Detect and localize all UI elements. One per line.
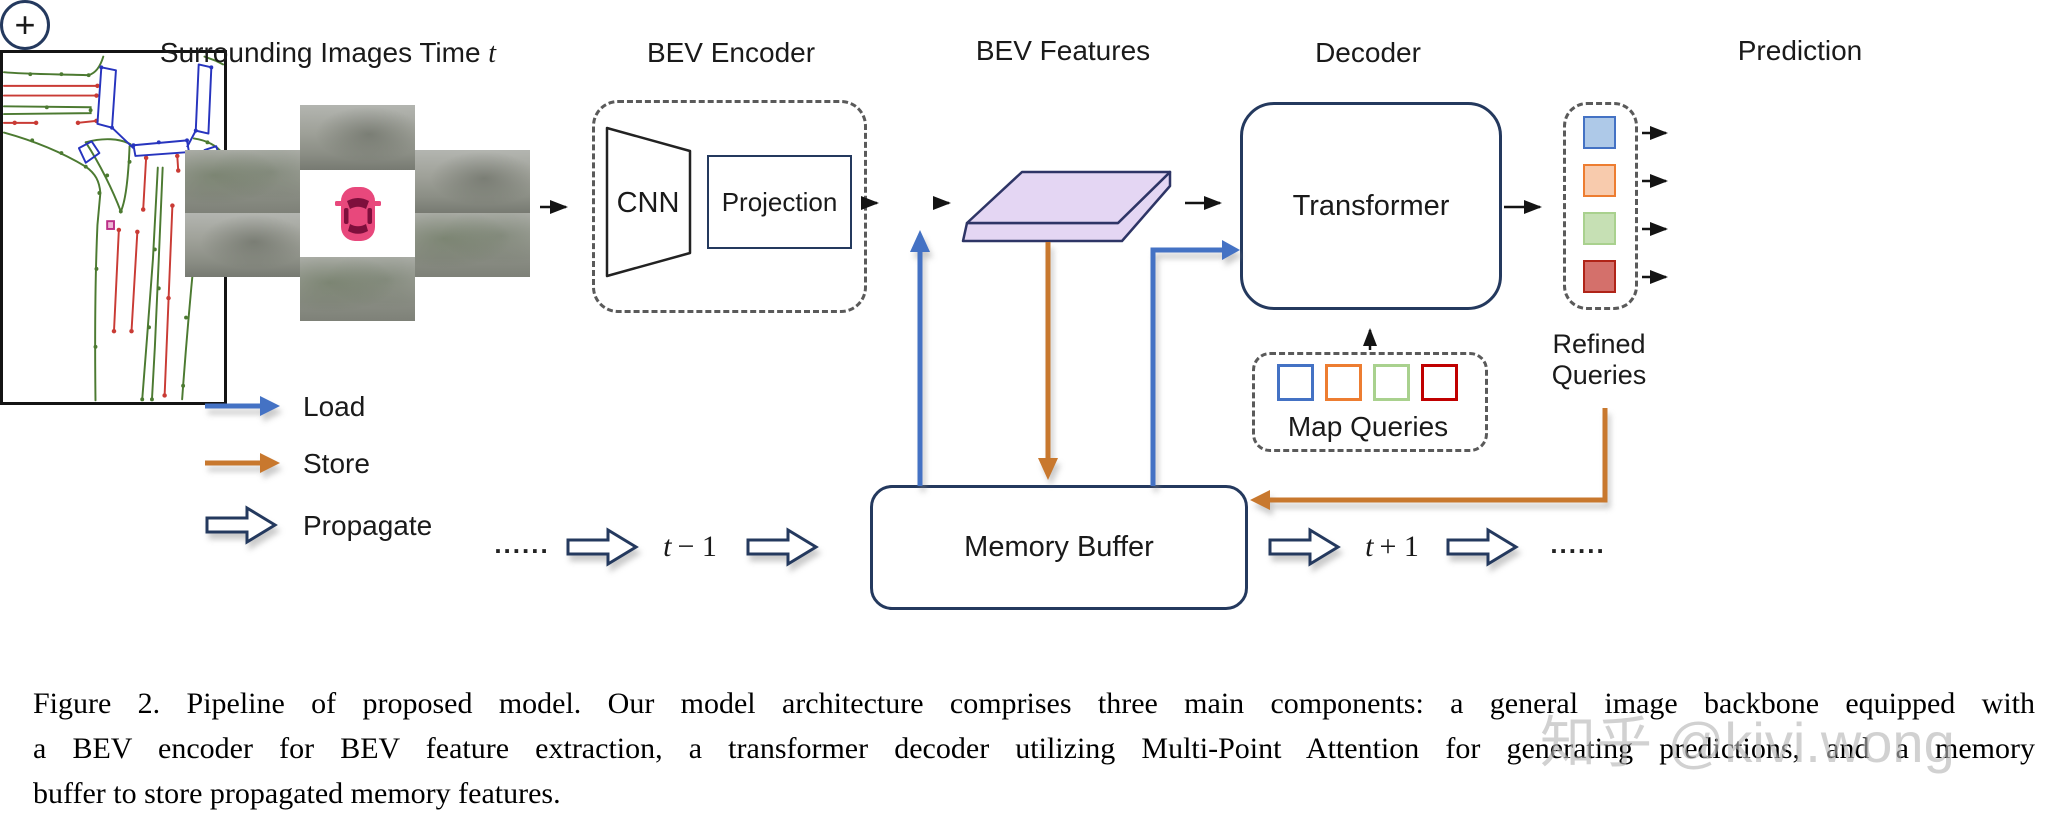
decoder-label: Decoder (1315, 37, 1421, 68)
lane-divider-lines (3, 84, 180, 397)
propagate-arrow-icon (205, 505, 278, 545)
refined-query-blue-icon (1583, 116, 1616, 149)
camera-image-front-left (185, 150, 300, 213)
crosswalk-dots (99, 65, 214, 148)
caption-line-3: buffer to store propagated memory featur… (33, 777, 561, 810)
camera-image-front-right (415, 150, 530, 213)
refined-queries-line1: Refined (1552, 329, 1646, 359)
figure-caption: Figure 2. Pipeline of proposed model. Ou… (33, 681, 2035, 816)
ego-vehicle-tile (300, 170, 415, 257)
bev-feature-slab (961, 170, 1172, 243)
map-query-red-icon (1421, 364, 1458, 401)
refined-query-orange-icon (1583, 164, 1616, 197)
map-queries-label: Map Queries (1287, 411, 1449, 442)
legend-load-label: Load (303, 391, 366, 422)
store-arrow-features-to-memory (1038, 242, 1058, 480)
legend-propagate-label: Propagate (303, 510, 433, 541)
map-query-orange-icon (1325, 364, 1362, 401)
refined-queries-box (1563, 102, 1638, 310)
camera-image-back-right (415, 213, 530, 277)
surrounding-images-label: Surrounding Images Time t (160, 37, 496, 70)
t-var: t (663, 530, 672, 563)
t-plus-op: + 1 (1379, 530, 1419, 563)
cnn-block-label: CNN (616, 187, 680, 219)
time-var: t (488, 38, 497, 69)
load-arrow-to-add (910, 230, 930, 486)
camera-image-front (300, 105, 415, 170)
refined-query-red-icon (1583, 260, 1616, 293)
watermark: 知乎 @kivi.wong (1540, 711, 1955, 774)
camera-image-back-left (185, 213, 300, 277)
caption-line-1: Figure 2. Pipeline of proposed model. Ou… (33, 687, 2035, 720)
camera-image-back (300, 257, 415, 321)
memory-buffer-block: Memory Buffer (870, 485, 1248, 610)
surrounding-images-text: Surrounding Images Time (159, 37, 481, 68)
memory-buffer-label: Memory Buffer (964, 531, 1154, 563)
add-icon: + (0, 0, 50, 50)
t-var: t (1365, 530, 1374, 563)
propagate-arrow-1 (566, 527, 639, 567)
prediction-label: Prediction (1737, 35, 1863, 66)
propagate-arrow-3 (1268, 527, 1341, 567)
refined-queries-line2: Queries (1551, 360, 1647, 390)
legend-store-label: Store (303, 448, 370, 479)
lane-divider-dots (12, 83, 181, 398)
caption-line-2: a BEV encoder for BEV feature extraction… (33, 732, 2035, 765)
store-arrow-icon (205, 453, 280, 473)
map-query-blue-icon (1277, 364, 1314, 401)
crosswalk-polygons (77, 63, 222, 165)
bev-features-label: BEV Features (975, 35, 1151, 66)
transformer-label: Transformer (1292, 189, 1450, 222)
road-boundary-dots (28, 72, 210, 402)
plus-sign: + (14, 4, 36, 45)
t-minus-op: − 1 (677, 530, 717, 563)
projection-block: Projection (707, 155, 852, 249)
stop-marker (106, 220, 115, 230)
timeline-t-plus-1: t+ 1 (1365, 530, 1419, 564)
refined-query-green-icon (1583, 212, 1616, 245)
propagate-arrow-4 (1446, 527, 1519, 567)
legend-icons (205, 396, 280, 545)
timeline-t-minus-1: t− 1 (663, 530, 717, 564)
load-arrow-to-transformer (1150, 240, 1240, 486)
car-icon (334, 186, 381, 241)
refined-queries-label: Refined Queries (1552, 329, 1647, 391)
propagate-arrow-2 (746, 527, 819, 567)
timeline-dots-right: ...... (1550, 529, 1606, 559)
projection-label: Projection (721, 186, 838, 217)
timeline-dots-left: ...... (494, 529, 550, 559)
bev-encoder-label: BEV Encoder (646, 37, 816, 68)
map-query-green-icon (1373, 364, 1410, 401)
transformer-block: Transformer (1240, 102, 1502, 310)
